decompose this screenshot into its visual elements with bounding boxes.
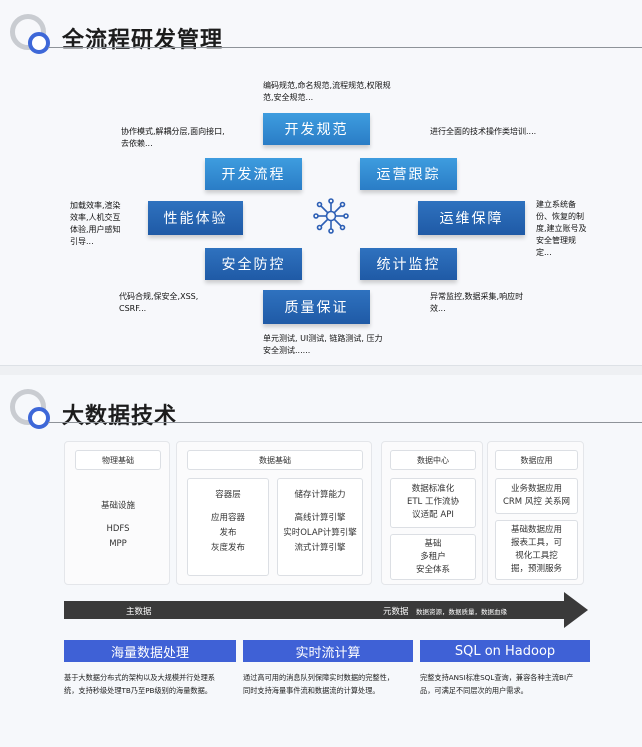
label-qa: 单元测试, UI测试, 链路测试, 压力安全测试...... bbox=[263, 334, 383, 355]
label-perf: 加载效率,渲染效率,人机交互 体验,用户感知引导... bbox=[70, 201, 121, 246]
storage-compute-box: 储存计算能力 高线计算引擎 实时OLAP计算引擎 流式计算引擎 bbox=[277, 478, 363, 576]
arrow-label-main: 主数据 bbox=[126, 607, 152, 617]
dev-management-panel: 全流程研发管理 开发规范 开发流程 运营跟踪 性能体验 运维保障 安全防控 统计… bbox=[0, 0, 642, 366]
arrow-label-meta: 元数据 bbox=[383, 607, 409, 617]
column-data-foundation: 数据基础 容器层 应用容器 发布 灰度发布 储存计算能力 高线计算引擎 实时OL… bbox=[176, 441, 372, 585]
feature-desc-sql-hadoop: 完整支持ANSI标准SQL查询，兼容各种主流BI产品，可满足不同层次的用户需求。 bbox=[420, 673, 574, 695]
title-divider bbox=[48, 47, 642, 48]
feature-desc-massive-data: 基于大数据分布式的架构以及大规模并行处理系统，支持秒级处理TB乃至PB级别的海量… bbox=[64, 673, 215, 695]
feature-title-stream: 实时流计算 bbox=[243, 640, 413, 662]
arrow-label-meta-tail: 数据资源，数据质量，数据血缘 bbox=[416, 608, 507, 616]
column-head: 数据应用 bbox=[495, 450, 578, 470]
business-app-box: 业务数据应用 CRM 风控 关系网 bbox=[495, 478, 578, 514]
block-qa: 质量保证 bbox=[263, 290, 370, 324]
circle-logo-icon bbox=[10, 14, 54, 58]
block-stats: 统计监控 bbox=[360, 248, 457, 280]
label-ops-guard: 建立系统备份、恢复的制 度,建立账号及安全管理规 定... bbox=[536, 200, 587, 257]
column-data-center: 数据中心 数据标准化 ETL 工作流协 议适配 API 基础 多租户 安全体系 bbox=[381, 441, 483, 585]
feature-desc-stream: 通过高可用的消息队列保障实时数据的完整性，同时支持海量事件流和数据流的计算处理。 bbox=[243, 673, 394, 695]
label-stats: 异常监控,数据采集,响应时效... bbox=[430, 292, 524, 313]
page-title: 全流程研发管理 bbox=[62, 28, 224, 53]
feature-title-massive-data: 海量数据处理 bbox=[64, 640, 236, 662]
big-data-panel: 大数据技术 物理基础 基础设施 HDFS MPP 数据基础 容器层 应用容器 发… bbox=[0, 375, 642, 747]
label-dev-flow: 协作模式,解耦分层,面向接口,去依赖... bbox=[121, 127, 225, 148]
block-ops-track: 运营跟踪 bbox=[360, 158, 457, 190]
foundation-box: 基础 多租户 安全体系 bbox=[390, 534, 476, 580]
column-data-app: 数据应用 业务数据应用 CRM 风控 关系网 基础数据应用 报表工具，可 视化工… bbox=[487, 441, 584, 585]
standardization-box: 数据标准化 ETL 工作流协 议适配 API bbox=[390, 478, 476, 528]
network-hub-icon bbox=[313, 198, 349, 234]
physical-items: 基础设施 HDFS MPP bbox=[100, 501, 135, 549]
column-head: 数据基础 bbox=[187, 450, 363, 470]
column-head: 数据中心 bbox=[390, 450, 476, 470]
container-layer-box: 容器层 应用容器 发布 灰度发布 bbox=[187, 478, 269, 576]
label-dev-spec: 编码规范,命名规范,流程规范,权限规范,安全规范... bbox=[263, 81, 391, 102]
block-perf: 性能体验 bbox=[148, 201, 243, 235]
label-security: 代码合规,保安全,XSS,CSRF... bbox=[119, 292, 199, 313]
block-dev-flow: 开发流程 bbox=[205, 158, 302, 190]
block-dev-spec: 开发规范 bbox=[263, 113, 370, 145]
block-ops-guard: 运维保障 bbox=[418, 201, 525, 235]
feature-title-sql-hadoop: SQL on Hadoop bbox=[420, 640, 590, 662]
label-ops-track: 进行全面的技术操作类培训.... bbox=[430, 127, 537, 136]
column-head: 物理基础 bbox=[75, 450, 161, 470]
title-divider bbox=[48, 422, 642, 423]
column-physical: 物理基础 基础设施 HDFS MPP bbox=[64, 441, 170, 585]
section-title: 大数据技术 bbox=[62, 404, 178, 429]
data-flow-arrow bbox=[64, 592, 588, 628]
block-security: 安全防控 bbox=[205, 248, 302, 280]
circle-logo-icon bbox=[10, 389, 54, 433]
basic-app-box: 基础数据应用 报表工具，可 视化工具挖 掘，预测服务 bbox=[495, 520, 578, 580]
